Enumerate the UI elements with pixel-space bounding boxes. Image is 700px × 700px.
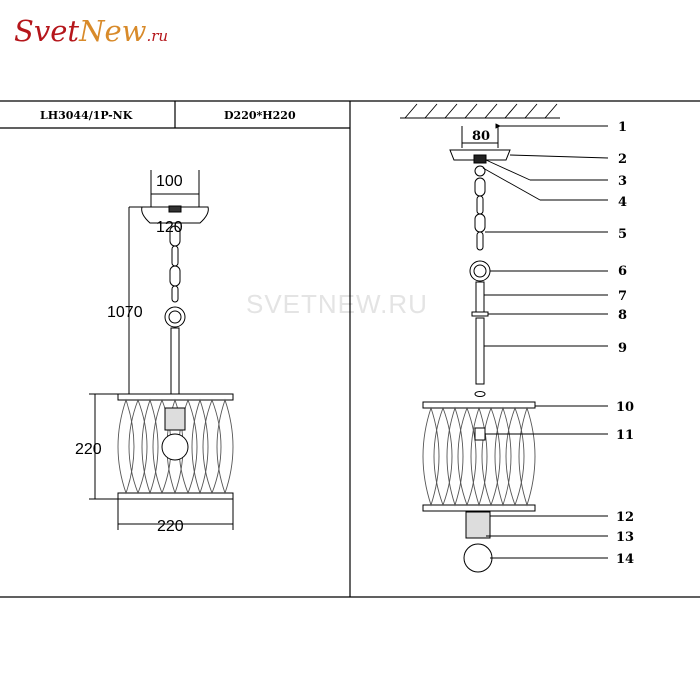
callout-numbers: 1 2 3 4 5 6 7 8 9 10 11 12 13 14 <box>616 120 634 567</box>
canopy-center-nut <box>168 205 182 213</box>
rod-connector <box>475 281 485 313</box>
callout-11: 11 <box>616 428 634 443</box>
callout-2: 2 <box>618 152 627 167</box>
callout-14: 14 <box>616 552 634 567</box>
callout-4: 4 <box>618 195 627 210</box>
exploded-rod <box>475 317 485 385</box>
nut <box>474 391 486 397</box>
drawing-frame <box>0 100 700 598</box>
watermark: SVETNEW.RU <box>246 289 428 319</box>
callout-1: 1 <box>618 120 627 135</box>
callout-10: 10 <box>616 400 634 415</box>
light-bulb <box>161 433 189 461</box>
leader-lines <box>482 123 609 559</box>
dim-suspension-length: 1070 <box>107 304 143 321</box>
exploded-bulb <box>463 543 493 573</box>
dim-canopy-outer: 120 <box>156 219 183 236</box>
rod <box>170 327 180 397</box>
callout-5: 5 <box>618 227 627 242</box>
callout-3: 3 <box>618 174 627 189</box>
callout-9: 9 <box>618 341 627 356</box>
dim-shade-height: 220 <box>75 441 102 458</box>
logo-text-svet: Svet <box>14 14 80 48</box>
overall-size: D220*H220 <box>224 109 296 122</box>
exploded-shade-lattice <box>422 406 536 507</box>
center-hub <box>474 427 486 441</box>
logo-text-ru: .ru <box>146 27 169 45</box>
right-view <box>400 103 609 573</box>
canopy-hook <box>474 165 486 177</box>
model-number: LH3044/1P-NK <box>40 109 133 122</box>
dim-mount-spacing: 80 <box>472 129 490 144</box>
lamp-socket <box>164 407 186 431</box>
rod-washer <box>471 311 489 317</box>
ceiling-hatch <box>404 103 558 119</box>
logo-text-new: New <box>79 14 147 48</box>
mounting-bracket <box>473 154 487 164</box>
callout-7: 7 <box>618 289 627 304</box>
callout-13: 13 <box>616 530 634 545</box>
callout-12: 12 <box>616 510 634 525</box>
exploded-socket-holder <box>465 511 491 539</box>
canopy <box>141 206 209 224</box>
dim-canopy-inner: 100 <box>156 173 183 190</box>
brand-logo: SvetNew.ru <box>14 14 168 54</box>
shade-bottom-ring <box>117 492 234 500</box>
dim-shade-diameter: 220 <box>157 518 184 535</box>
shade-top-ring <box>117 393 234 401</box>
callout-6: 6 <box>618 264 627 279</box>
suspension-ring <box>164 306 186 328</box>
callout-8: 8 <box>618 308 627 323</box>
left-view <box>89 170 234 530</box>
exploded-ring <box>469 260 491 282</box>
